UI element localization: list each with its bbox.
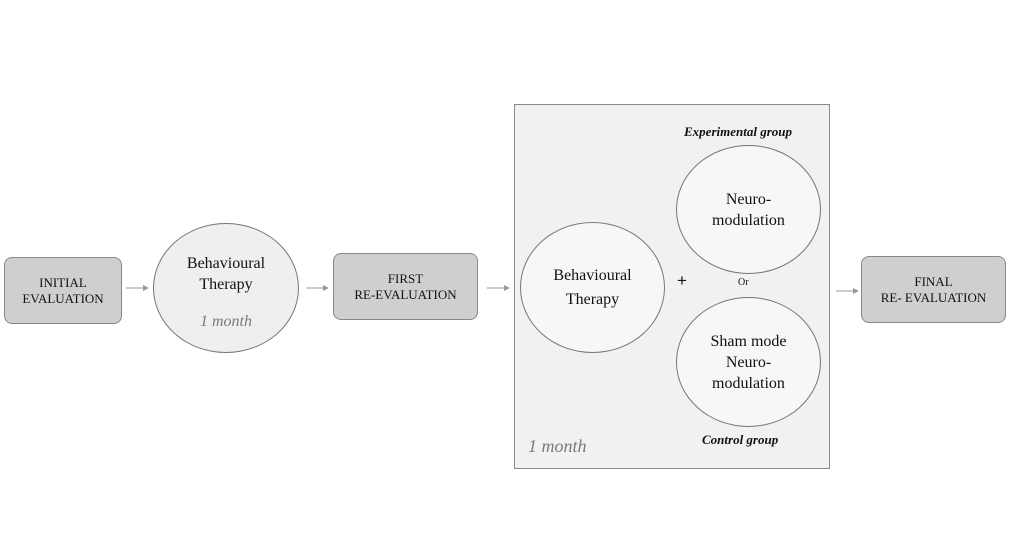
initial-evaluation-box: INITIAL EVALUATION	[4, 257, 122, 324]
behavioural-therapy-label-2: Behavioural Therapy	[553, 266, 632, 308]
behavioural-therapy-circle-2: Behavioural Therapy	[520, 222, 665, 353]
first-re-evaluation-box: FIRST RE-EVALUATION	[333, 253, 478, 320]
arrow-1	[126, 285, 149, 291]
experimental-group-label: Experimental group	[684, 124, 792, 139]
arrow-3	[487, 285, 510, 291]
behavioural-therapy-label-1: Behavioural Therapy	[186, 254, 266, 293]
plus-sign: +	[677, 271, 687, 290]
neuromodulation-circle: Neuro- modulation	[676, 145, 821, 274]
neuromodulation-label: Neuro- modulation	[712, 190, 785, 229]
or-label: Or	[738, 277, 749, 288]
behavioural-therapy-circle-1: Behavioural Therapy 1 month	[153, 223, 299, 353]
arrow-2	[306, 285, 329, 291]
stage2-duration: 1 month	[528, 436, 587, 456]
initial-evaluation-label: INITIAL EVALUATION	[22, 274, 104, 306]
control-group-label: Control group	[702, 432, 779, 447]
sham-neuromodulation-circle: Sham mode Neuro- modulation	[676, 297, 821, 427]
final-re-evaluation-label: FINAL RE- EVALUATION	[880, 273, 987, 305]
stage1-duration: 1 month	[200, 312, 252, 330]
final-re-evaluation-box: FINAL RE- EVALUATION	[861, 256, 1006, 323]
sham-neuromodulation-label: Sham mode Neuro- modulation	[710, 332, 787, 392]
first-re-evaluation-label: FIRST RE-EVALUATION	[354, 270, 457, 302]
arrow-4	[836, 288, 859, 294]
